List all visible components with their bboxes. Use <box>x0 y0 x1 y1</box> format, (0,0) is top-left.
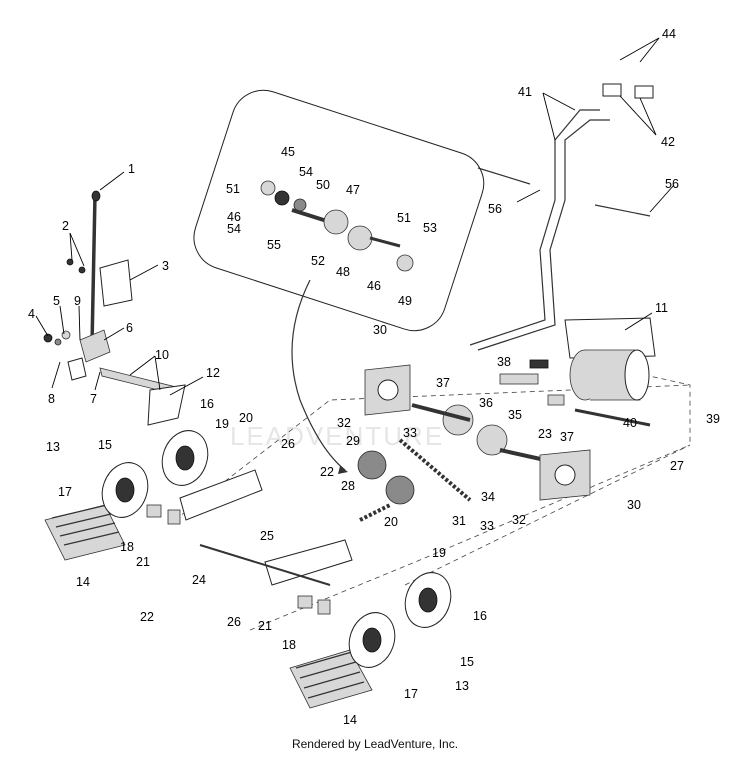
callout-51b: 51 <box>397 211 411 225</box>
callout-46: 46 <box>227 210 241 224</box>
rendered-by-caption: Rendered by LeadVenture, Inc. <box>291 737 459 751</box>
callout-45: 45 <box>281 145 295 159</box>
track-left <box>44 504 126 561</box>
callout-2: 2 <box>62 219 69 233</box>
callout-54b: 54 <box>227 222 241 236</box>
callout-33: 33 <box>403 426 417 440</box>
callout-40: 40 <box>623 416 637 430</box>
callout-35: 35 <box>508 408 522 422</box>
watermark: LEADVENTURE <box>230 421 444 451</box>
callout-44: 44 <box>662 27 676 41</box>
callout-22: 22 <box>320 465 334 479</box>
callout-11: 11 <box>655 301 668 315</box>
drive-drum <box>499 317 656 427</box>
callout-31: 31 <box>452 514 466 528</box>
callout-48: 48 <box>336 265 350 279</box>
callout-14b: 14 <box>343 713 357 727</box>
callout-4: 4 <box>28 307 35 321</box>
callout-13b: 13 <box>455 679 469 693</box>
callout-22b: 22 <box>140 610 154 624</box>
callout-50: 50 <box>316 178 330 192</box>
callout-20b: 20 <box>384 515 398 529</box>
callout-8: 8 <box>48 392 55 406</box>
callout-52: 52 <box>311 254 325 268</box>
callout-28: 28 <box>341 479 355 493</box>
callout-5: 5 <box>53 294 60 308</box>
callout-21: 21 <box>136 555 150 569</box>
callout-32b: 32 <box>512 513 526 527</box>
callout-18b: 18 <box>282 638 296 652</box>
callout-23: 23 <box>538 427 552 441</box>
callout-37b: 37 <box>560 430 574 444</box>
callout-32: 32 <box>337 416 351 430</box>
callout-34: 34 <box>481 490 495 504</box>
callout-7: 7 <box>90 392 97 406</box>
callout-47: 47 <box>346 183 360 197</box>
callout-51: 51 <box>226 182 240 196</box>
callout-41: 41 <box>518 85 532 99</box>
callout-38: 38 <box>497 355 511 369</box>
wheel-17-right <box>348 612 396 668</box>
callouts: 1 2 3 4 5 6 7 8 9 10 11 12 13 13 14 14 1… <box>28 27 720 727</box>
callout-36: 36 <box>479 396 493 410</box>
bearing-plates <box>364 364 591 501</box>
callout-42: 42 <box>661 135 675 149</box>
wheel-16-left <box>161 430 209 486</box>
callout-29: 29 <box>346 434 360 448</box>
callout-39: 39 <box>706 412 720 426</box>
callout-20: 20 <box>239 411 253 425</box>
callout-25: 25 <box>260 529 274 543</box>
callout-10: 10 <box>155 348 169 362</box>
callout-55: 55 <box>267 238 281 252</box>
callout-56: 56 <box>488 202 502 216</box>
callout-56b: 56 <box>665 177 679 191</box>
callout-19: 19 <box>215 417 229 431</box>
callout-17: 17 <box>58 485 72 499</box>
callout-13: 13 <box>46 440 60 454</box>
callout-27: 27 <box>670 459 684 473</box>
callout-26b: 26 <box>227 615 241 629</box>
wheel-16-right <box>404 572 452 628</box>
callout-15b: 15 <box>460 655 474 669</box>
callout-17b: 17 <box>404 687 418 701</box>
callout-6: 6 <box>126 321 133 335</box>
shift-lever <box>43 190 186 426</box>
drive-chains <box>357 403 546 522</box>
callout-30: 30 <box>373 323 387 337</box>
callout-53: 53 <box>423 221 437 235</box>
callout-54: 54 <box>299 165 313 179</box>
callout-16: 16 <box>200 397 214 411</box>
callout-37: 37 <box>436 376 450 390</box>
callout-9: 9 <box>74 294 81 308</box>
callout-49: 49 <box>398 294 412 308</box>
callout-33b: 33 <box>480 519 494 533</box>
callout-26: 26 <box>281 437 295 451</box>
callout-12: 12 <box>206 366 220 380</box>
leader-lines <box>35 37 675 396</box>
callout-14: 14 <box>76 575 90 589</box>
track-right <box>289 649 373 709</box>
callout-15: 15 <box>98 438 112 452</box>
wheel-17-left <box>101 462 149 518</box>
axle-arms <box>146 469 353 615</box>
callout-46b: 46 <box>367 279 381 293</box>
gear-assembly-detail <box>260 180 414 272</box>
callout-1: 1 <box>128 162 135 176</box>
callout-19b: 19 <box>432 546 446 560</box>
handle-rods <box>469 83 654 351</box>
callout-24: 24 <box>192 573 206 587</box>
callout-21b: 21 <box>258 619 272 633</box>
callout-3: 3 <box>162 259 169 273</box>
callout-30b: 30 <box>627 498 641 512</box>
callout-16b: 16 <box>473 609 487 623</box>
callout-18: 18 <box>120 540 134 554</box>
